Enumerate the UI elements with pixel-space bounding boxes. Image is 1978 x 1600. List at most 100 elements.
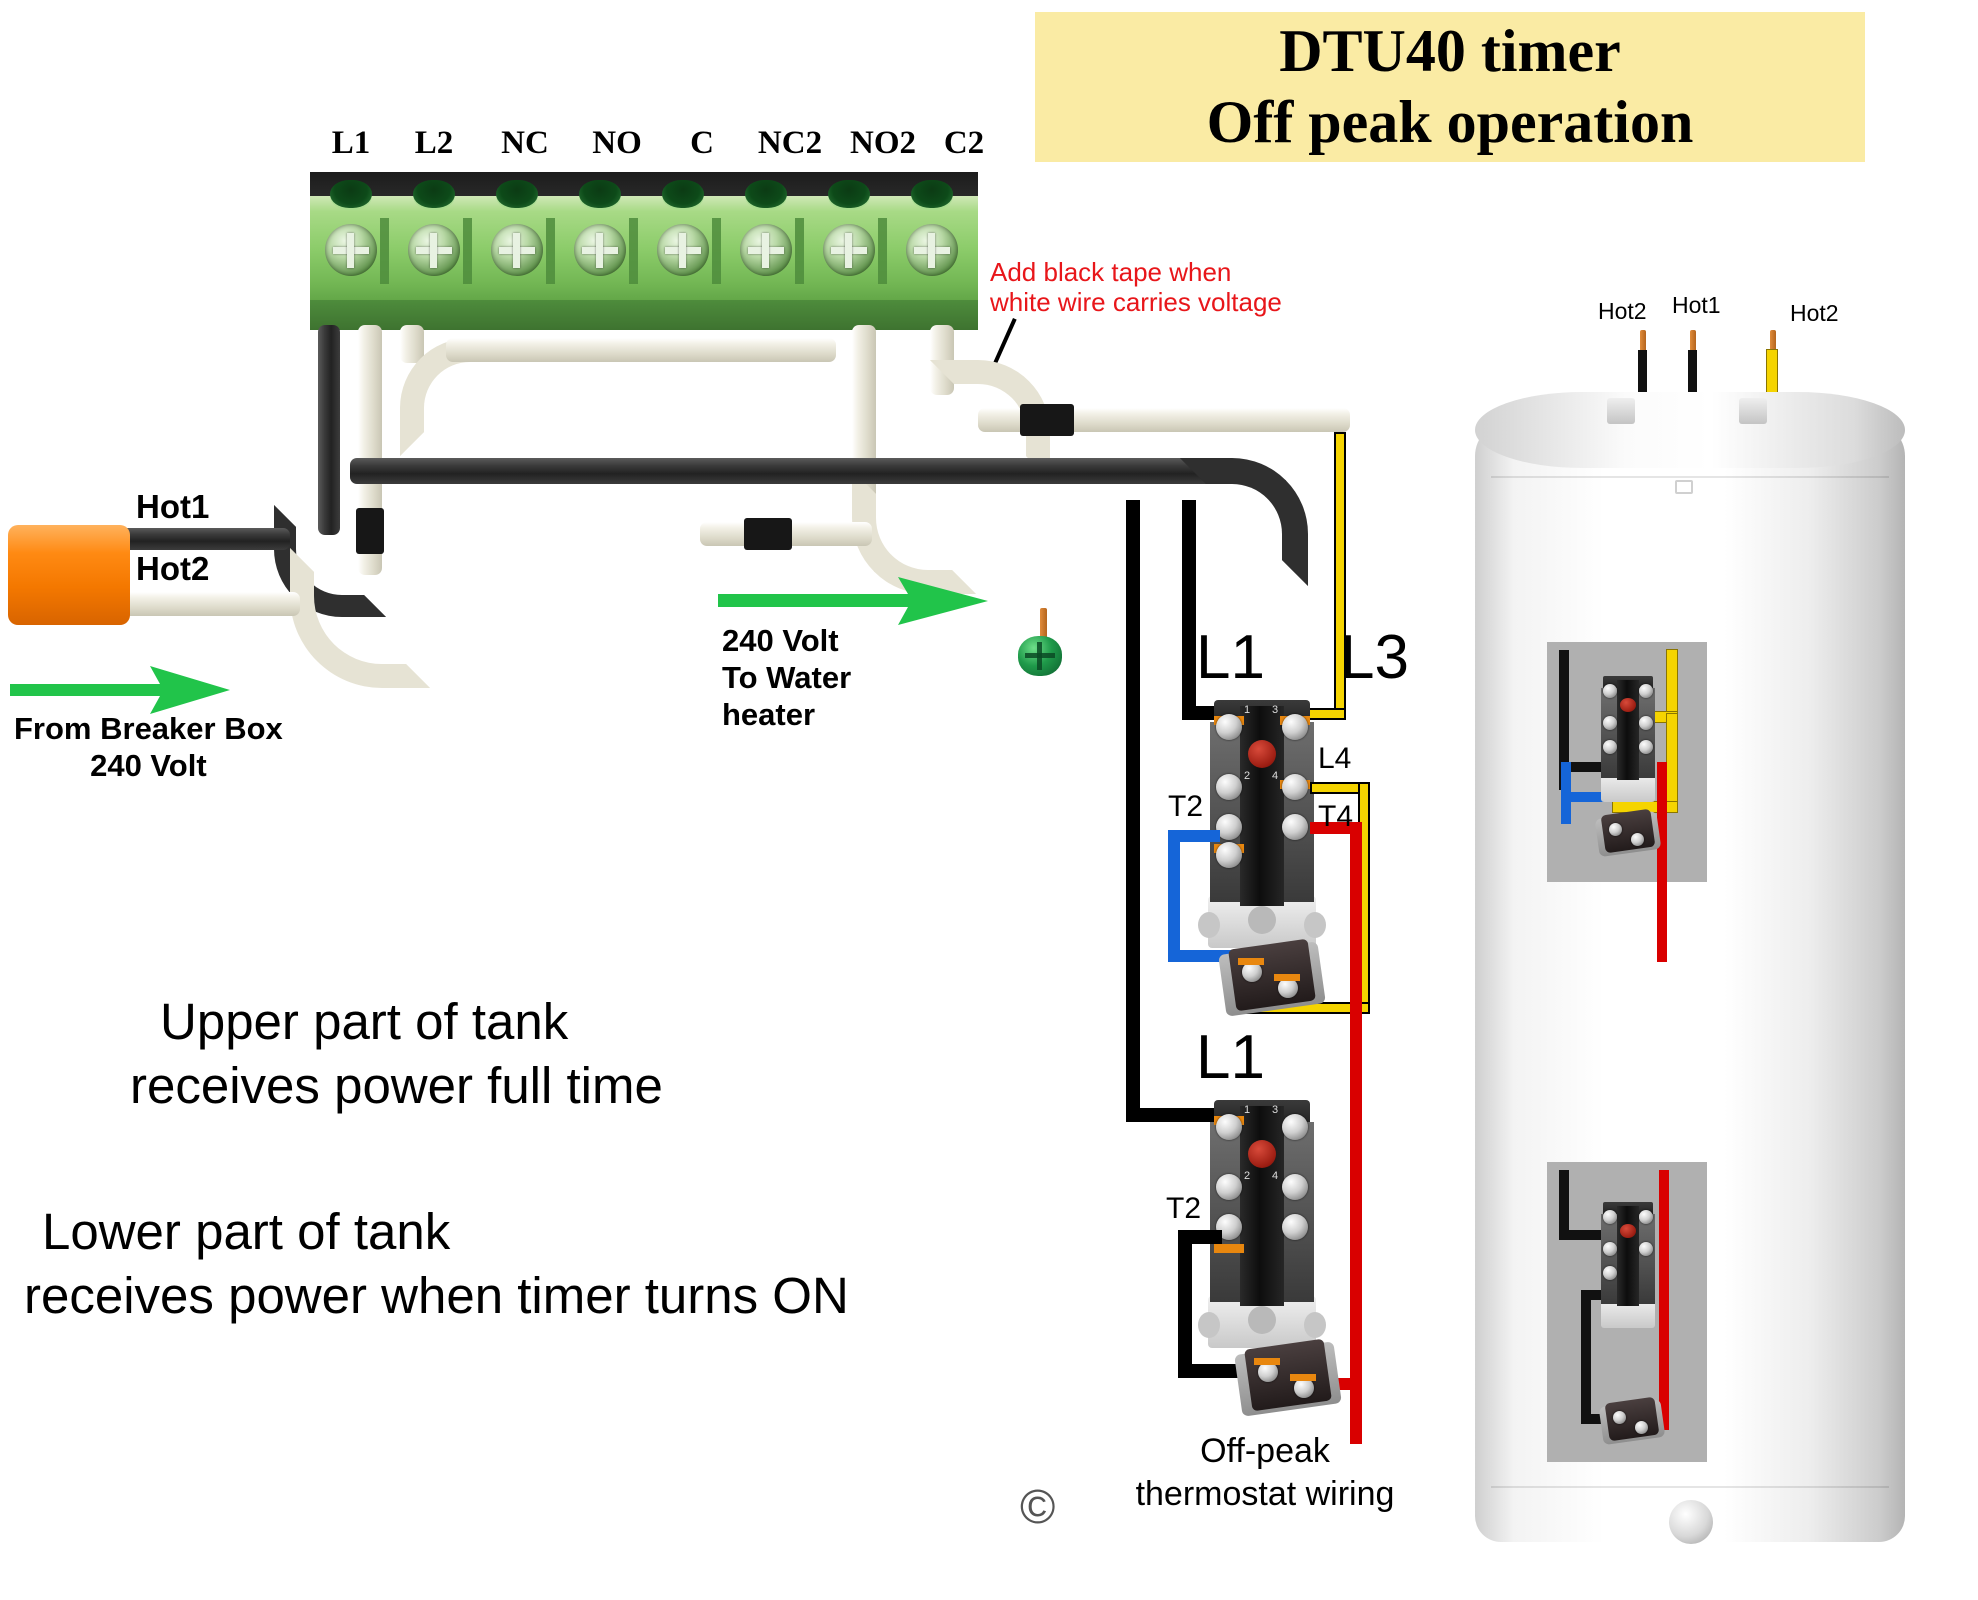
upper-thermostat-left-bracket xyxy=(1210,722,1244,902)
title-line-2: Off peak operation xyxy=(1206,89,1694,155)
terminal-screw-no[interactable] xyxy=(574,224,626,276)
upper-thermostat-screw-mid-left[interactable] xyxy=(1216,774,1242,800)
terminal-hole-5 xyxy=(662,180,704,208)
black-tape-marker-c2 xyxy=(1020,404,1074,436)
tank-upper-black-in xyxy=(1559,762,1607,772)
tank-upper-element-screw-right[interactable] xyxy=(1631,833,1644,846)
terminal-screw-l2[interactable] xyxy=(408,224,460,276)
tank-nipple-left xyxy=(1607,398,1635,424)
terminal-rib-5 xyxy=(712,218,721,284)
lower-thermostat-left-bracket xyxy=(1210,1122,1244,1302)
lower-tank-line-1: Lower part of tank xyxy=(42,1203,451,1260)
terminal-hole-2 xyxy=(413,180,455,208)
lower-element-body xyxy=(1244,1338,1332,1412)
tank-upper-yellow-down xyxy=(1667,714,1677,810)
upper-thermostat-reset-button[interactable] xyxy=(1248,740,1276,768)
upper-thermostat-screw-lower-left[interactable] xyxy=(1216,842,1242,868)
upper-element-screw-right[interactable] xyxy=(1278,978,1298,998)
tank-lower-thermostat-screw-3[interactable] xyxy=(1639,1210,1653,1224)
terminal-screw-l1[interactable] xyxy=(325,224,377,276)
tank-upper-thermostat-screw-4[interactable] xyxy=(1639,716,1653,730)
tank-upper-thermostat-screw-1[interactable] xyxy=(1603,684,1617,698)
tank-upper-thermostat-right-bracket xyxy=(1637,688,1655,778)
tank-lower-black-in xyxy=(1559,1230,1605,1240)
black-tape-note: Add black tape when white wire carries v… xyxy=(990,257,1282,317)
upper-thermostat-screw-4[interactable] xyxy=(1282,774,1308,800)
lower-thermostat-screw-3[interactable] xyxy=(1282,1114,1308,1140)
tank-lower-element-screw-right[interactable] xyxy=(1635,1421,1648,1434)
tank-upper-element-screw-left[interactable] xyxy=(1609,823,1622,836)
upper-thermostat-temperature-dial[interactable] xyxy=(1248,906,1276,934)
tank-stub-label-hot2-right: Hot2 xyxy=(1790,300,1839,326)
terminal-screw-no2[interactable] xyxy=(823,224,875,276)
upper-l1-tag: L1 xyxy=(1196,623,1265,692)
upper-thermostat-screw-3[interactable] xyxy=(1282,714,1308,740)
terminal-screw-nc2[interactable] xyxy=(740,224,792,276)
terminal-screw-nc[interactable] xyxy=(491,224,543,276)
upper-thermostat-screw-1[interactable] xyxy=(1216,714,1242,740)
tank-lower-red-down xyxy=(1659,1170,1669,1430)
lower-heating-element[interactable] xyxy=(1234,1338,1342,1417)
terminal-label-l2: L2 xyxy=(414,125,454,161)
tank-lower-thermostat-screw-t2[interactable] xyxy=(1603,1266,1617,1280)
tank-upper-thermostat-reset-button[interactable] xyxy=(1620,698,1636,712)
tank-upper-access-panel[interactable] xyxy=(1547,642,1707,962)
tank-lower-access-panel[interactable] xyxy=(1547,1162,1707,1462)
terminal-label-no: NO xyxy=(592,125,642,161)
tank-stub-copper-2 xyxy=(1690,330,1696,352)
terminal-label-c2: C2 xyxy=(943,125,985,161)
upper-thermostat[interactable]: 1 3 2 4 xyxy=(1196,700,1326,950)
terminal-screw-c2[interactable] xyxy=(906,224,958,276)
lower-thermostat[interactable]: 1 3 2 4 xyxy=(1196,1100,1326,1350)
tank-upper-thermostat-screw-t4[interactable] xyxy=(1639,740,1653,754)
tank-lower-thermostat-reset-button[interactable] xyxy=(1620,1224,1636,1238)
upper-element-screw-left[interactable] xyxy=(1242,962,1262,982)
terminal-rib-2 xyxy=(463,218,472,284)
tank-lower-element-screw-left[interactable] xyxy=(1613,1411,1626,1424)
lower-thermostat-number-3: 3 xyxy=(1272,1104,1279,1116)
wire-l2-white-bend xyxy=(290,548,430,688)
tank-upper-thermostat-screw-2[interactable] xyxy=(1603,716,1617,730)
water-heater-tank[interactable] xyxy=(1475,392,1905,1572)
tank-upper-thermostat-screw-3[interactable] xyxy=(1639,684,1653,698)
upper-thermostat-screw-t2[interactable] xyxy=(1216,814,1242,840)
upper-element-lug-left xyxy=(1238,958,1264,965)
terminal-block[interactable] xyxy=(310,172,978,330)
terminal-hole-7 xyxy=(828,180,870,208)
tank-lower-thermostat-screw-1[interactable] xyxy=(1603,1210,1617,1224)
upper-tank-text: Upper part of tank receives power full t… xyxy=(130,990,663,1119)
terminal-label-l1: L1 xyxy=(331,125,371,161)
breaker-box-line-2: 240 Volt xyxy=(90,748,207,784)
tank-drain-valve[interactable] xyxy=(1669,1500,1713,1544)
upper-heating-element[interactable] xyxy=(1218,938,1326,1017)
tank-seam-lower xyxy=(1491,1486,1889,1488)
lower-element-screw-right[interactable] xyxy=(1294,1378,1314,1398)
tank-upper-thermostat-screw-t2[interactable] xyxy=(1603,740,1617,754)
tank-lower-element[interactable] xyxy=(1598,1396,1666,1446)
ground-screw-icon[interactable] xyxy=(1018,636,1062,676)
upper-thermostat-screw-t4[interactable] xyxy=(1282,814,1308,840)
lower-thermostat-screw-mid-left[interactable] xyxy=(1216,1174,1242,1200)
terminal-screw-c[interactable] xyxy=(657,224,709,276)
upper-thermostat-ear-left xyxy=(1198,912,1220,938)
tank-lower-thermostat-screw-2[interactable] xyxy=(1603,1242,1617,1256)
tank-upper-black-left xyxy=(1559,650,1569,790)
terminal-block-labels: L1 L2 NC NO C NC2 NO2 C2 xyxy=(310,125,984,169)
lower-thermostat-reset-button[interactable] xyxy=(1248,1140,1276,1168)
lower-thermostat-screw-1[interactable] xyxy=(1216,1114,1242,1140)
tank-lower-thermostat[interactable] xyxy=(1595,1202,1661,1328)
lower-thermostat-screw-4[interactable] xyxy=(1282,1174,1308,1200)
lower-thermostat-screw-right-lower[interactable] xyxy=(1282,1214,1308,1240)
lower-tank-text: Lower part of tank receives power when t… xyxy=(24,1200,849,1329)
lower-element-screw-left[interactable] xyxy=(1258,1362,1278,1382)
terminal-hole-4 xyxy=(579,180,621,208)
lower-element-lug-left xyxy=(1254,1358,1280,1365)
tank-lower-thermostat-screw-4[interactable] xyxy=(1639,1242,1653,1256)
black-tape-note-line-2: white wire carries voltage xyxy=(990,286,1282,317)
water-heater-line-3: heater xyxy=(722,697,816,733)
upper-tank-line-1: Upper part of tank xyxy=(160,993,569,1050)
tank-upper-element[interactable] xyxy=(1594,808,1662,858)
water-heater-line-2: To Water xyxy=(722,660,852,696)
lower-thermostat-temperature-dial[interactable] xyxy=(1248,1306,1276,1334)
tank-upper-thermostat[interactable] xyxy=(1595,676,1661,802)
